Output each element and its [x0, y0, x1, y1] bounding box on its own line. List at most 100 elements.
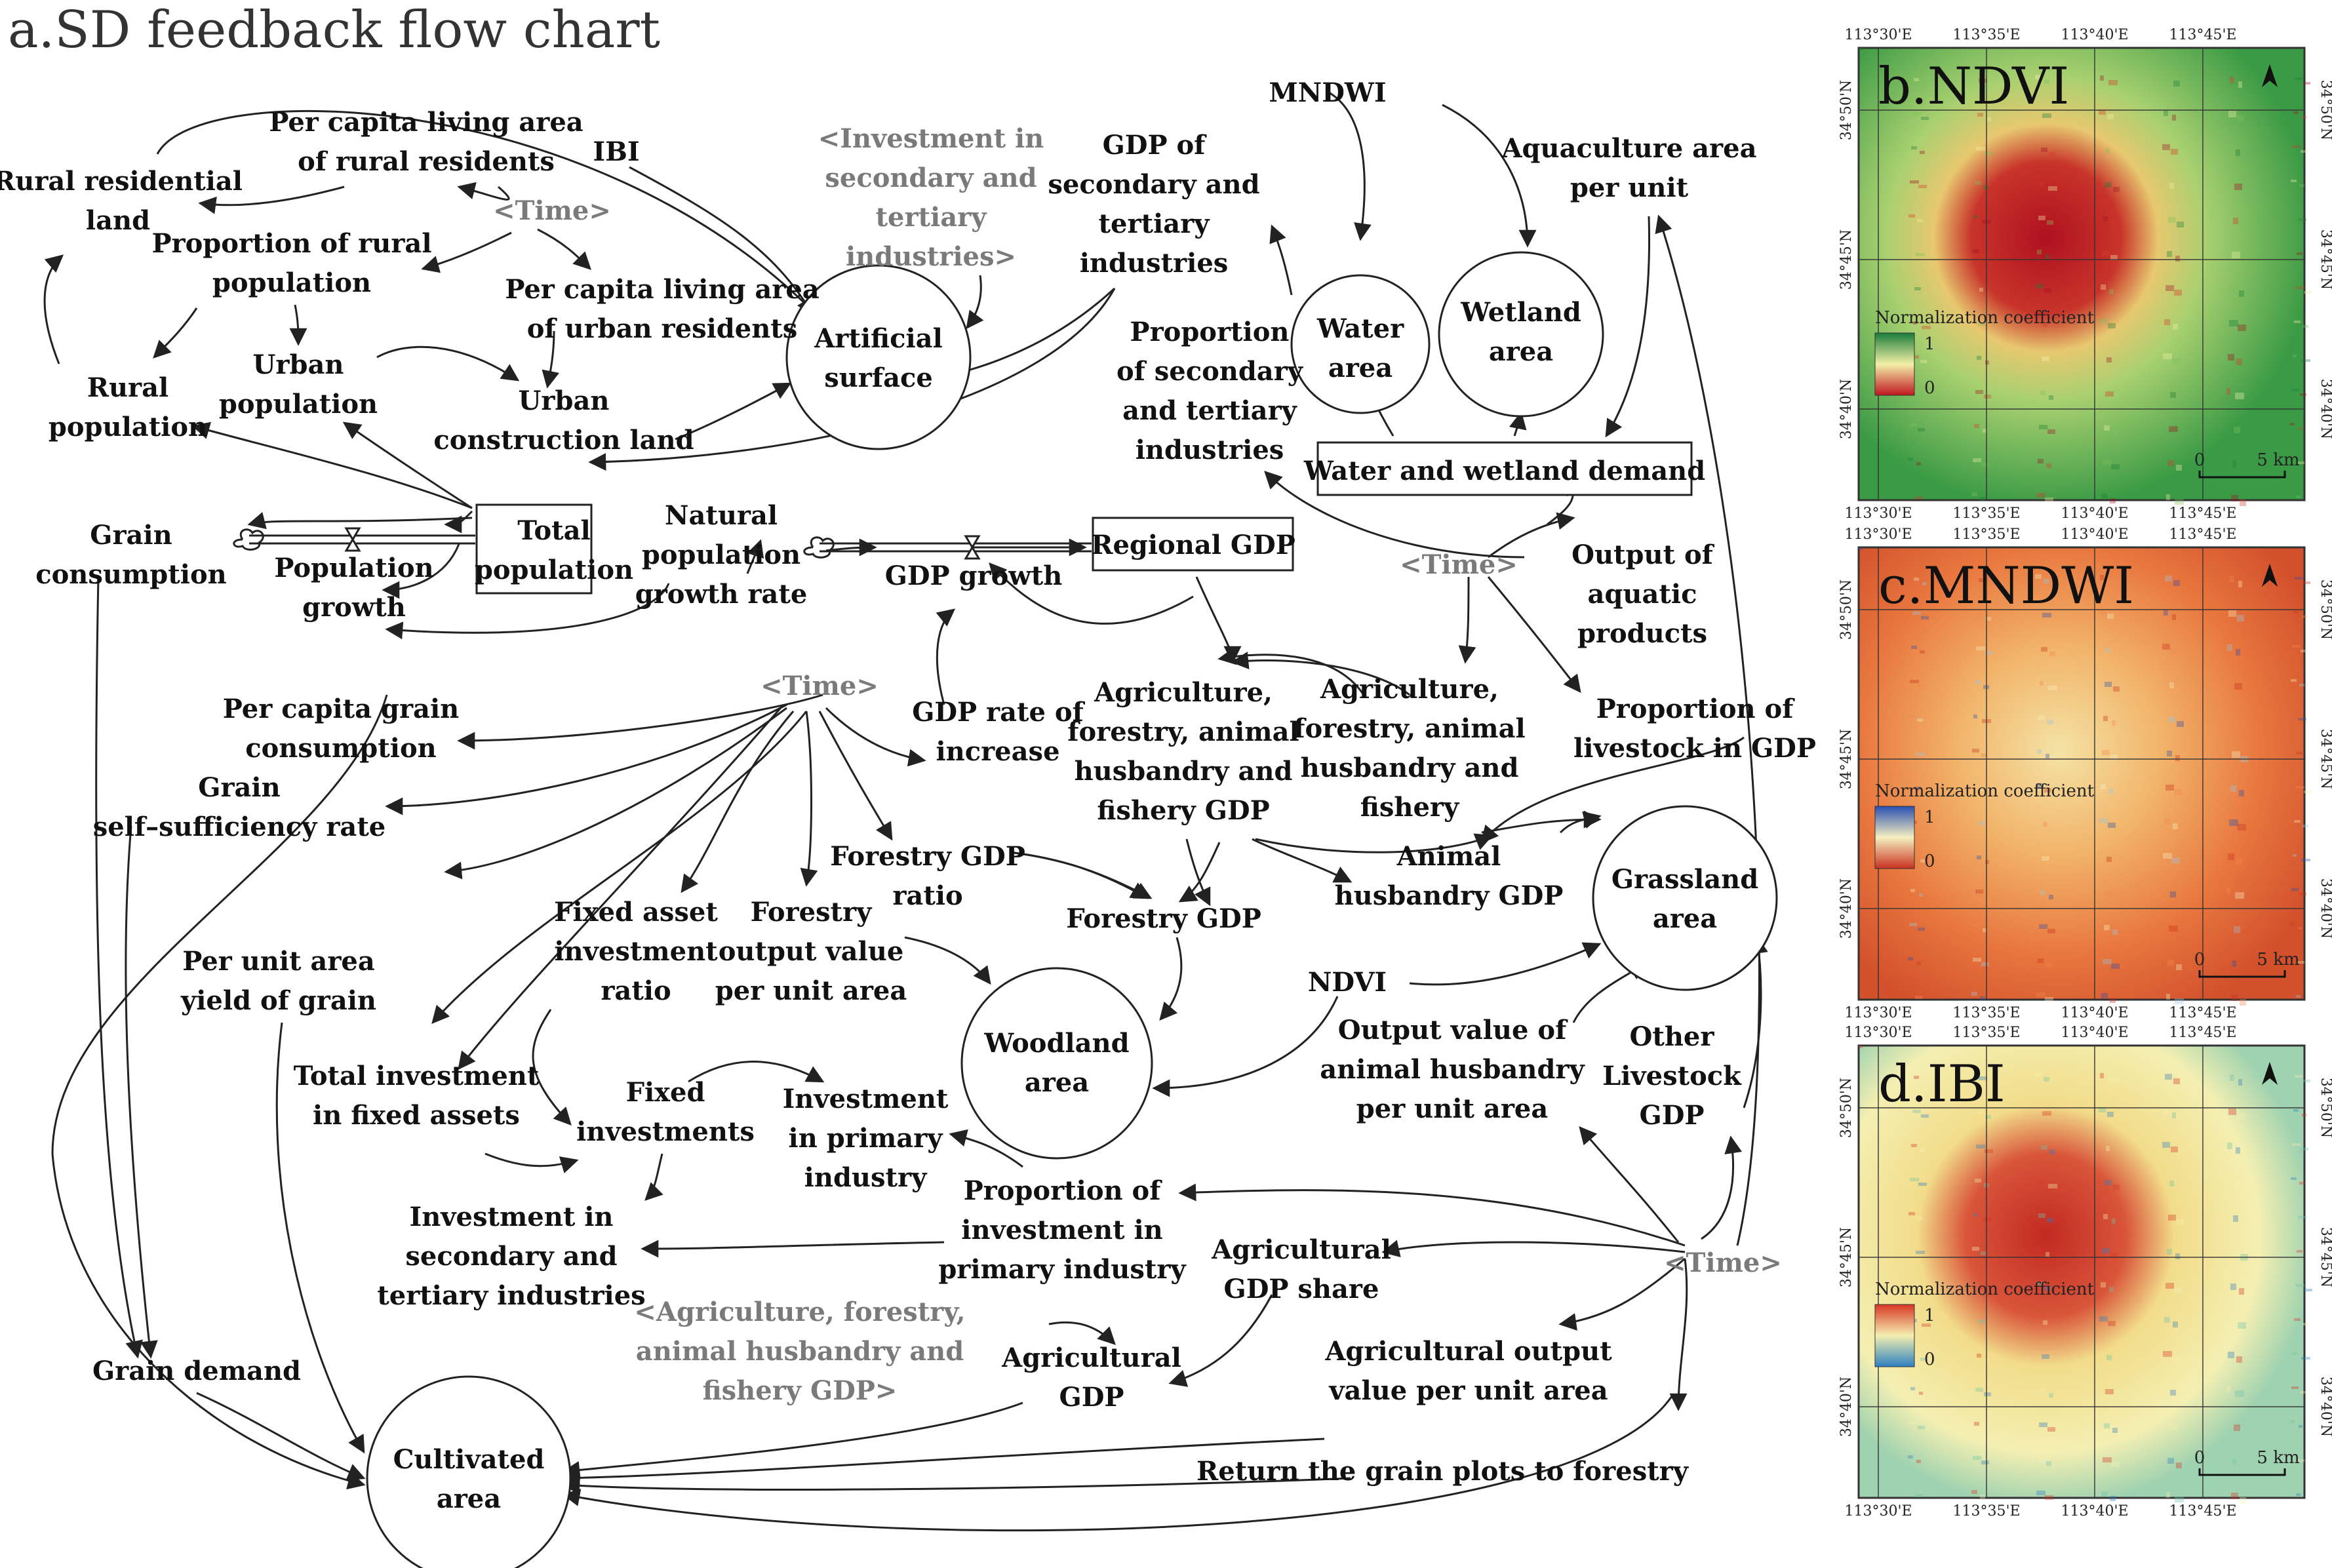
- lon-label: 113°30'E: [1844, 27, 1912, 43]
- raster-speckle: [2165, 785, 2174, 791]
- raster-speckle: [1911, 1144, 1917, 1147]
- raster-speckle: [2040, 1388, 2045, 1393]
- label-line: fishery GDP>: [703, 1375, 898, 1406]
- raster-speckle: [2110, 255, 2118, 260]
- lon-label: 113°40'E: [2061, 526, 2128, 543]
- raster-speckle: [1910, 180, 1919, 184]
- raster-speckle: [2036, 992, 2045, 997]
- raster-speckle: [2298, 718, 2306, 720]
- label-water-demand: Water and wetland demand: [1303, 456, 1705, 486]
- raster-speckle: [2172, 1112, 2176, 1118]
- lon-label: 113°40'E: [2061, 1503, 2128, 1519]
- raster-speckle: [2112, 930, 2118, 935]
- raster-speckle: [2239, 1288, 2244, 1295]
- raster-speckle: [2234, 184, 2242, 190]
- lat-label: 34°40'N: [1838, 379, 1855, 439]
- map-title: c.MNDWI: [1878, 557, 2134, 616]
- raster-speckle: [2171, 149, 2178, 155]
- raster-speckle: [1918, 428, 1925, 431]
- wetland-area-circle: [1438, 251, 1604, 418]
- north-arrow-icon: [2262, 564, 2278, 587]
- raster-speckle: [2038, 459, 2044, 463]
- scale-bar: [2198, 970, 2286, 978]
- raster-speckle: [1981, 1460, 1989, 1464]
- label-line: area: [1489, 336, 1553, 367]
- raster-speckle: [2048, 1184, 2057, 1188]
- label-line: per unit: [1570, 172, 1689, 203]
- label-line: construction land: [433, 425, 694, 456]
- lon-label: 113°35'E: [1952, 1503, 2020, 1519]
- raster-speckle: [2111, 964, 2120, 969]
- label-line: of rural residents: [298, 146, 555, 177]
- raster-speckle: [2177, 721, 2184, 727]
- raster-speckle: [2234, 1424, 2240, 1431]
- raster-speckle: [2038, 715, 2045, 720]
- raster-speckle: [2044, 1077, 2049, 1082]
- raster-speckle: [2170, 392, 2176, 398]
- raster-speckle: [2290, 1421, 2295, 1423]
- raster-speckle: [1909, 423, 1917, 427]
- raster-speckle: [2164, 110, 2168, 116]
- raster-speckle: [2238, 824, 2246, 831]
- raster-speckle: [2039, 924, 2047, 929]
- raster-speckle: [1973, 1213, 1977, 1217]
- label-line: Forestry GDP: [1066, 903, 1261, 934]
- raster-speckle: [2107, 114, 2114, 119]
- raster-speckle: [2236, 858, 2242, 865]
- label-line: Forestry GDP: [830, 841, 1025, 872]
- label-line: Forestry: [751, 897, 873, 928]
- raster-speckle: [1914, 1076, 1919, 1079]
- legend-min: 0: [1924, 852, 1935, 871]
- legend-ramp: [1874, 806, 1915, 869]
- raster-speckle: [1981, 753, 1987, 757]
- lon-label: 113°45'E: [2169, 526, 2236, 543]
- legend-ramp: [1874, 1304, 1915, 1367]
- raster-speckle: [1914, 78, 1919, 81]
- raster-speckle: [2105, 891, 2114, 896]
- raster-speckle: [2111, 464, 2120, 469]
- raster-speckle: [2232, 461, 2236, 467]
- label-line: output value: [719, 936, 904, 967]
- raster-speckle: [2229, 320, 2238, 326]
- label-line: of urban residents: [527, 313, 798, 344]
- lat-label: 34°40'N: [2318, 1377, 2332, 1437]
- raster-speckle: [1918, 185, 1927, 188]
- raster-speckle: [2164, 1317, 2170, 1323]
- raster-speckle: [1986, 117, 1991, 121]
- raster-speckle: [1916, 1460, 1921, 1463]
- raster-speckle: [2049, 395, 2053, 400]
- raster-speckle: [2174, 1287, 2182, 1293]
- label-line: forestry, animal: [1294, 713, 1525, 744]
- legend-title: Normalization coefficient: [1875, 781, 2095, 801]
- raster-speckle: [2234, 683, 2242, 690]
- raster-speckle: [2171, 857, 2180, 863]
- raster-speckle: [2040, 1179, 2044, 1184]
- label-line: Wetland: [1460, 297, 1581, 328]
- raster-speckle: [2167, 751, 2172, 756]
- legend-max: 1: [1924, 334, 1935, 354]
- raster-speckle: [2104, 925, 2110, 930]
- label-line: Fixed asset: [554, 897, 718, 928]
- raster-speckle: [1983, 429, 1987, 433]
- label-line: value per unit area: [1328, 1375, 1608, 1406]
- raster-speckle: [2302, 116, 2306, 119]
- raster-speckle: [2100, 1073, 2104, 1078]
- raster-speckle: [2173, 81, 2180, 87]
- raster-speckle: [1917, 219, 1923, 222]
- lon-label: 113°30'E: [1844, 526, 1912, 543]
- raster-speckle: [1978, 1320, 1985, 1323]
- lat-label: 34°45'N: [1838, 729, 1855, 789]
- raster-speckle: [2169, 1181, 2174, 1186]
- raster-speckle: [1919, 1392, 1923, 1395]
- raster-speckle: [2302, 1114, 2306, 1116]
- raster-speckle: [2233, 218, 2238, 224]
- label-line: aquatic: [1588, 579, 1697, 610]
- raster-speckle: [2040, 890, 2045, 895]
- label-line: land: [86, 205, 150, 236]
